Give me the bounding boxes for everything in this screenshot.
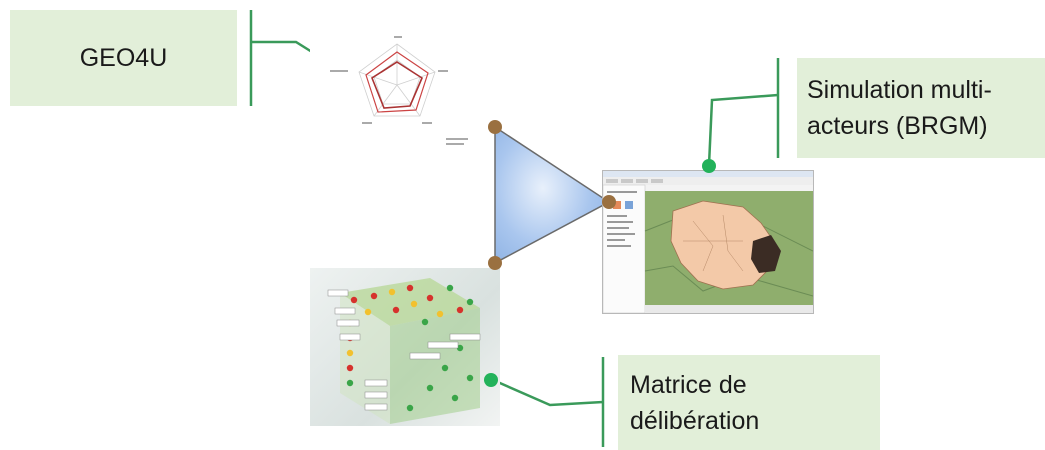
matrice-callout: Matrice de délibération	[618, 355, 880, 450]
geo4u-label: GEO4U	[79, 44, 168, 72]
triangle-node-right	[602, 195, 616, 209]
simulation-anchor-dot	[702, 159, 716, 173]
simulation-label-line-2: acteurs (BRGM)	[807, 112, 988, 140]
simulation-callout: Simulation multi- acteurs (BRGM)	[797, 58, 1045, 158]
matrice-label-line-2: délibération	[630, 406, 760, 435]
central-triangle	[494, 125, 611, 265]
radar-chart-thumbnail	[310, 30, 485, 150]
matrice-connector	[492, 357, 605, 447]
simulation-connector	[707, 58, 780, 166]
matrice-anchor-dot	[484, 373, 498, 387]
triangle-node-bottom	[488, 256, 502, 270]
simulation-label-line-1: Simulation multi-	[807, 76, 992, 104]
geo4u-connector	[249, 10, 313, 106]
deliberation-matrix-3d-thumbnail	[310, 268, 500, 426]
matrice-label-line-1: Matrice de	[630, 370, 747, 399]
geo4u-callout: GEO4U	[10, 10, 237, 106]
triangle-node-top	[488, 120, 502, 134]
